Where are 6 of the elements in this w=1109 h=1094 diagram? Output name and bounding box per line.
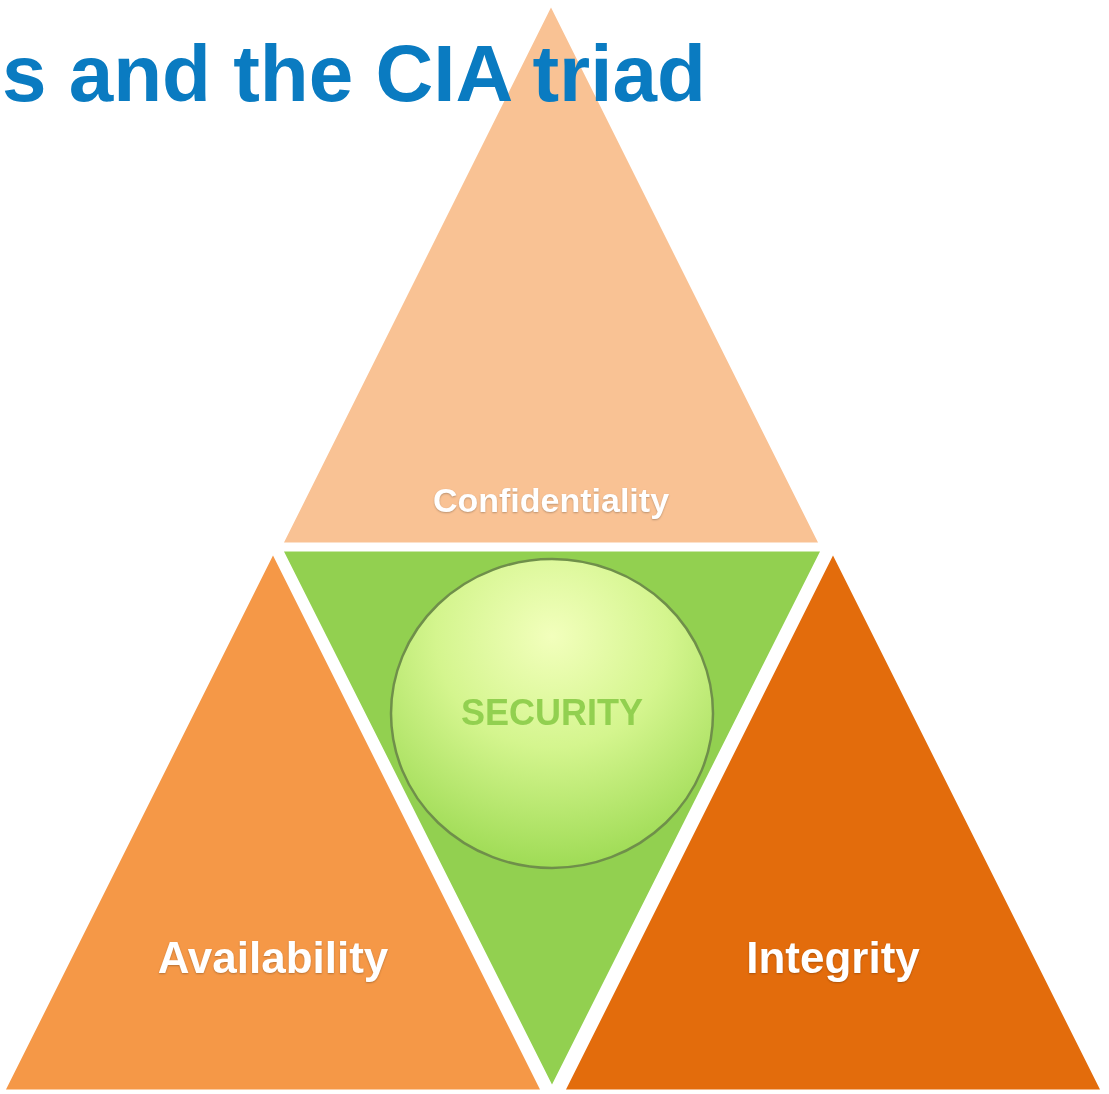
security-circle: [389, 557, 715, 870]
shape-label: Confidentiality: [431, 479, 671, 521]
shape-label: SECURITY: [460, 691, 644, 735]
shape-label: Integrity: [745, 931, 921, 984]
shape-label: Availability: [156, 931, 390, 984]
title: s and the CIA triad: [1, 30, 706, 118]
